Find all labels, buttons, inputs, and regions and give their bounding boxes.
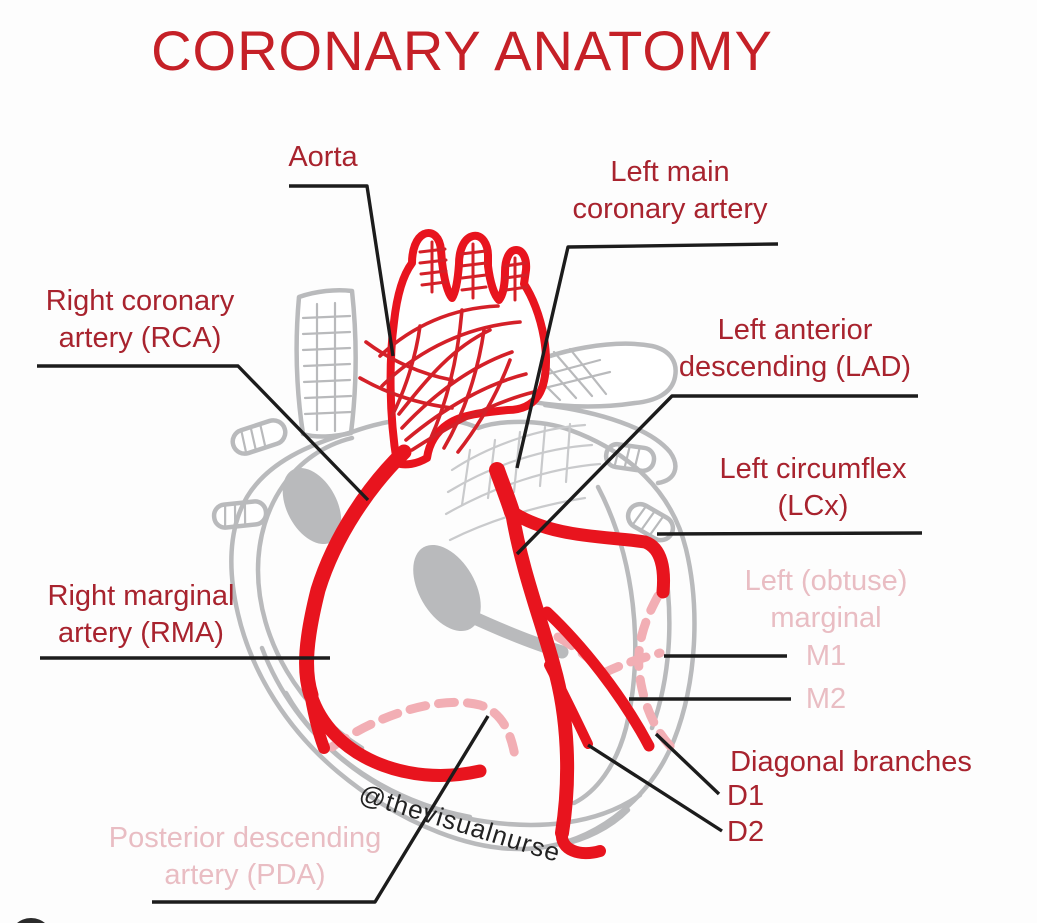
- lad-apex-hook: [555, 827, 606, 860]
- label-lcx-line1: Left circumflex: [719, 453, 907, 485]
- label-rca: Right coronary artery (RCA): [46, 283, 235, 357]
- pda-vessel: [327, 697, 521, 768]
- heart-body-outline: [229, 415, 697, 852]
- label-rma: Right marginal artery (RMA): [48, 578, 235, 652]
- d1-artery: [541, 606, 655, 752]
- label-m2: M2: [806, 681, 846, 718]
- svc-hatch: [301, 301, 353, 433]
- label-lcx: Left circumflex (LCx): [720, 451, 907, 525]
- leader-lcx: [656, 531, 923, 536]
- label-diagonal-title: Diagonal branches: [730, 746, 972, 778]
- label-left-main: Left main coronary artery: [572, 154, 767, 228]
- rca-artery: [299, 444, 412, 703]
- label-rca-line1: Right coronary: [45, 285, 235, 317]
- heart-gray-outline-group: [211, 288, 697, 852]
- label-rma-line1: Right marginal: [47, 580, 235, 612]
- rma-artery: [303, 680, 330, 754]
- aorta-outline: [386, 229, 550, 469]
- label-d2: D2: [727, 814, 764, 851]
- right-atrium-lobe: [542, 402, 678, 486]
- leader-left-main: [515, 242, 779, 469]
- valve-ovals: [282, 467, 481, 632]
- label-lcx-line2: (LCx): [777, 490, 849, 522]
- label-m1: M1: [806, 638, 846, 675]
- leader-lines-group: [37, 184, 923, 904]
- obtuse-marginal-2: [599, 648, 665, 678]
- leader-rca: [37, 364, 370, 502]
- label-d1-text: D1: [727, 780, 765, 812]
- label-pda-line1: Posterior descending: [108, 822, 382, 854]
- aorta-texture: [358, 240, 536, 454]
- label-aorta: Aorta: [288, 139, 357, 176]
- label-lad: Left anterior descending (LAD): [679, 312, 911, 386]
- label-m2-text: M2: [805, 683, 847, 715]
- label-d1: D1: [727, 778, 764, 815]
- leader-d2: [587, 743, 723, 833]
- label-m1-text: M1: [805, 640, 847, 672]
- obtuse-marginal-1: [634, 591, 680, 756]
- leader-aorta: [289, 184, 395, 357]
- label-rma-line2: artery (RMA): [58, 617, 224, 649]
- label-left-main-line2: coronary artery: [572, 193, 768, 225]
- label-pda-line2: artery (PDA): [164, 859, 326, 891]
- label-lad-line2: descending (LAD): [678, 351, 912, 383]
- label-aorta-line1: Aorta: [288, 141, 358, 173]
- label-diagonal-branches: Diagonal branches: [730, 744, 972, 781]
- bottom-arc-2: [283, 690, 473, 820]
- label-obtuse-line1: Left (obtuse): [744, 565, 908, 597]
- posterior-vessels-dashed: [327, 591, 680, 768]
- label-d2-text: D2: [727, 816, 765, 848]
- aorta-drawing: [358, 229, 550, 469]
- label-lad-line1: Left anterior: [717, 314, 873, 346]
- leader-pda: [152, 715, 490, 904]
- label-rca-line2: artery (RCA): [58, 322, 222, 354]
- label-pda: Posterior descending artery (PDA): [109, 820, 381, 894]
- rca-rv-branch: [304, 688, 487, 782]
- d2-artery: [544, 660, 593, 749]
- page-title: CORONARY ANATOMY: [151, 19, 773, 82]
- label-obtuse-marginal: Left (obtuse) marginal: [745, 563, 908, 637]
- label-obtuse-line2: marginal: [770, 602, 882, 634]
- left-vessel-stubs: [211, 418, 288, 530]
- leader-d1: [654, 732, 721, 796]
- leader-lad: [515, 394, 918, 556]
- lad-artery: [505, 505, 575, 840]
- avatar-partial: [17, 918, 45, 923]
- label-left-main-line1: Left main: [610, 156, 730, 188]
